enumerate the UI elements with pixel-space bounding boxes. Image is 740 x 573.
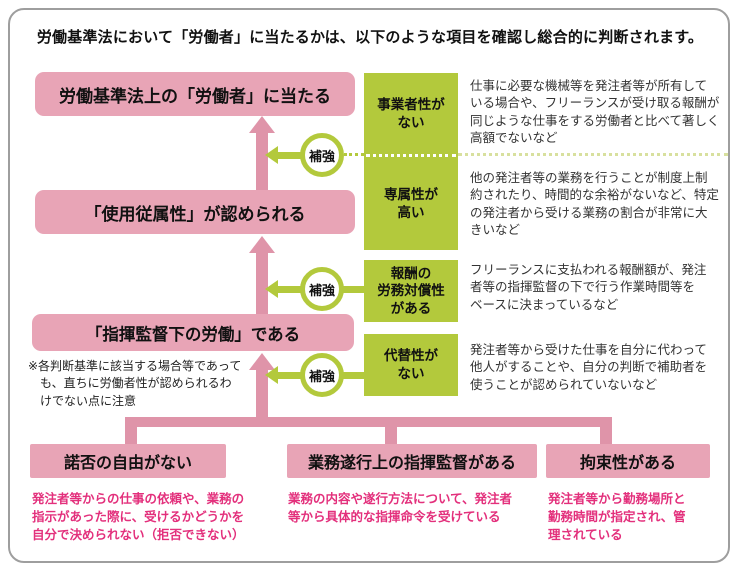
criterion-desc-business: 仕事に必要な機械等を発注者等が所有して いる場合や、フリーランスが受け取る報酬が… — [470, 79, 720, 145]
bottom-criterion-box-refusal: 諾否の自由がない — [30, 444, 226, 478]
reinforce-badge-3: 補強 — [300, 353, 344, 397]
dotted-extension — [458, 153, 728, 156]
criterion-box-compensation: 報酬の 労務対償性 がある — [364, 260, 458, 322]
up-arrow-2-head-icon — [249, 236, 275, 253]
connector-drop-1 — [125, 427, 137, 445]
criterion-label-business: 事業者性が ない — [377, 96, 445, 130]
bottom-criterion-desc-direction: 業務の内容や遂行方法について、発注者 等から具体的な指揮命令を受けている — [288, 492, 513, 525]
dotted-divider — [366, 154, 456, 157]
connector-drop-2 — [385, 427, 397, 445]
green-arrow-2-shaft — [277, 286, 302, 293]
bottom-criterion-desc-refusal: 発注者等からの仕事の依頼や、業務の 指示があった際に、受けるかどうかを 自分で決… — [32, 492, 245, 543]
up-arrow-3-head-icon — [249, 353, 275, 370]
dotted-connector-1 — [344, 153, 364, 156]
bottom-criterion-desc-restraint: 発注者等から勤務場所と 勤務時間が指定され、管 理されている — [548, 492, 686, 543]
criterion-desc-compensation: フリーランスに支払われる報酬額が、発注 者等の指揮監督の下で行う作業時間等を ベ… — [470, 263, 707, 312]
criterion-desc-exclusivity: 他の発注者等の業務を行うことが制度上制 約されたり、時間的な余裕がないなど、特定… — [470, 171, 719, 237]
criterion-box-substitution: 代替性が ない — [364, 334, 458, 396]
page-title: 労働基準法において「労働者」に当たるかは、以下のような項目を確認し総合的に判断さ… — [36, 29, 704, 46]
badge-connector-2 — [342, 286, 364, 293]
dependency-box: 「使用従属性」が認められる — [35, 190, 355, 234]
green-arrow-3-shaft — [277, 372, 302, 379]
connector-drop-3 — [600, 427, 612, 445]
criterion-desc-substitution: 発注者等から受けた仕事を自分に代わって 他人がすることや、自分の判断で補助者を … — [470, 343, 708, 392]
green-arrow-3-head-icon — [265, 366, 278, 384]
reinforce-badge-1: 補強 — [300, 133, 344, 177]
green-arrow-2-head-icon — [265, 280, 278, 298]
result-box: 労働基準法上の「労働者」に当たる — [35, 72, 355, 116]
up-arrow-1-head-icon — [249, 116, 275, 133]
criterion-box-business-exclusivity: 事業者性が ない 専属性が 高い — [364, 73, 458, 250]
bottom-criterion-box-direction: 業務遂行上の指揮監督がある — [287, 444, 537, 478]
bottom-criterion-box-restraint: 拘束性がある — [546, 444, 710, 478]
supervision-box: 「指揮監督下の労働」である — [32, 314, 354, 351]
up-arrow-2-shaft — [256, 252, 268, 314]
green-arrow-1-shaft — [277, 152, 302, 159]
caution-note: ※各判断基準に該当する場合等であって も、直ちに労働者性が認められるわ けでない… — [28, 359, 242, 408]
reinforce-badge-2: 補強 — [300, 267, 344, 311]
connector-bar — [125, 417, 612, 427]
green-arrow-1-head-icon — [265, 146, 278, 164]
criterion-label-exclusivity: 専属性が 高い — [384, 186, 438, 220]
badge-connector-3 — [342, 372, 364, 379]
